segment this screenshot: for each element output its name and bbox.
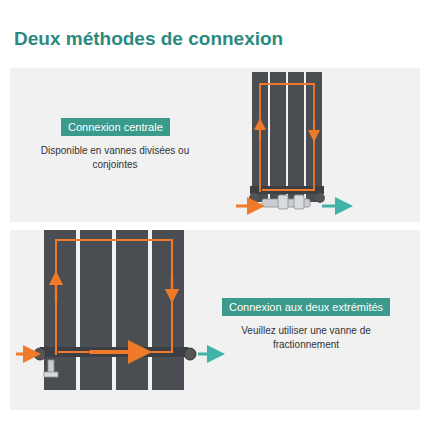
panel-background	[10, 230, 420, 410]
title: Deux méthodes de connexion	[14, 28, 283, 50]
method-label-box: Connexion centrale	[61, 118, 170, 136]
radiator-ends	[16, 230, 216, 390]
method-label: Connexion centrale	[68, 121, 163, 133]
panel-background	[10, 68, 420, 222]
method-label: Connexion aux deux extrémités	[229, 301, 383, 313]
description-note: Veuillez utiliser une vanne de fractionn…	[236, 324, 376, 351]
description-note: Disponible en vannes divisées ou conjoin…	[40, 144, 190, 171]
method-label-box: Connexion aux deux extrémités	[222, 298, 390, 316]
radiator-central	[236, 72, 344, 209]
